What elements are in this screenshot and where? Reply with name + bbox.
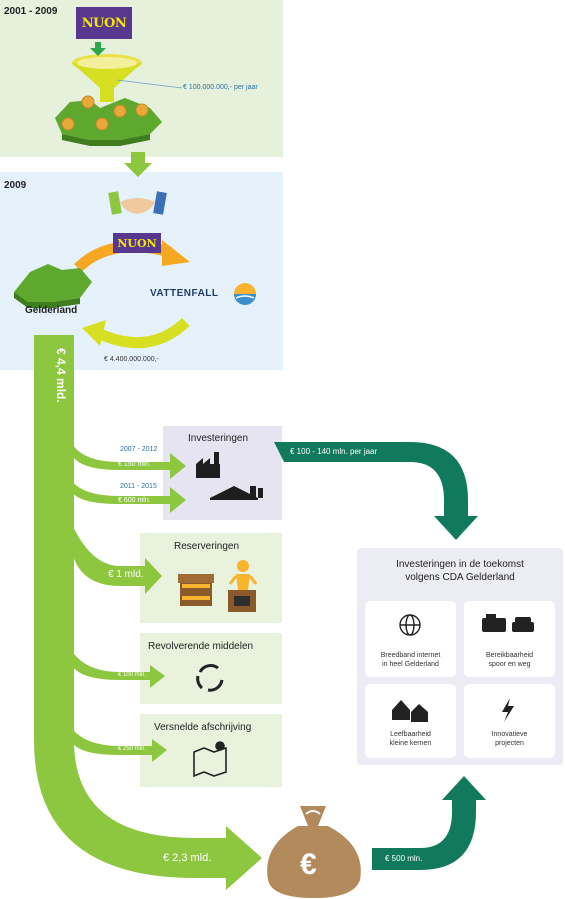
future-title-line2: volgens CDA Gelderland: [405, 572, 515, 583]
gelderland-map-icon: [14, 264, 92, 302]
statue-icon: [228, 560, 258, 612]
branch-arrows: [70, 440, 186, 762]
annual-amount-label: € 100.000.000,- per jaar: [183, 84, 258, 91]
future-card-livability: Leefbaarheid kleine kernen: [365, 684, 456, 758]
gelderland-label: Gelderland: [25, 305, 78, 316]
versnelde-title: Versnelde afschrijving: [154, 722, 252, 733]
treasure-chest-icon: [178, 574, 214, 606]
card-label-line2: kleine kernen: [389, 740, 432, 747]
funnel-icon: [72, 54, 142, 102]
card-label-line1: Innovatieve: [491, 731, 528, 738]
future-card-broadband: Breedband internet in heel Gelderland: [365, 601, 456, 677]
investering-1-amount: € 150 mln.: [118, 461, 151, 468]
coins-icon: [61, 95, 149, 131]
map-pin-icon: [193, 741, 227, 778]
nuon-logo-text: NUON: [117, 236, 157, 250]
handshake-icon: [108, 191, 167, 215]
vattenfall-logo: VATTENFALL: [150, 288, 219, 299]
euro-symbol: €: [300, 848, 317, 881]
total-amount-label: € 4,4 mld.: [54, 348, 68, 403]
revolverende-title: Revolverende middelen: [148, 641, 254, 652]
vattenfall-logo-icon: [234, 283, 256, 305]
teal-arrow-bottom: [372, 776, 486, 870]
factory-icon: [196, 452, 220, 478]
nuon-logo-top: NUON: [76, 7, 132, 39]
investering-2-years: 2011 - 2015: [120, 483, 157, 490]
future-title: Investeringen in de toekomst volgens CDA…: [357, 558, 563, 584]
investering-2-amount: € 600 mln.: [118, 497, 151, 504]
card-label-line1: Breedband internet: [380, 652, 441, 659]
main-green-flow: [34, 335, 262, 890]
annual-flow-label: € 100 - 140 mln. per jaar: [290, 447, 378, 456]
nuon-logo-text: NUON: [81, 15, 127, 31]
panel-revolverende: [140, 633, 282, 704]
warehouse-icon: [210, 486, 263, 500]
moneybag-icon: [267, 806, 361, 898]
down-arrow: [124, 152, 152, 177]
future-card-innovation: Innovatieve projecten: [464, 684, 555, 758]
card-label-line2: in heel Gelderland: [382, 661, 439, 668]
reserveringen-title: Reserveringen: [174, 541, 240, 552]
panel-investeringen: [163, 426, 282, 520]
revolving-arrows-icon: [196, 664, 224, 692]
versnelde-amount: € 250 mln.: [118, 746, 147, 752]
investeringen-title: Investeringen: [188, 433, 249, 444]
card-label-line2: spoor en weg: [488, 661, 531, 668]
yellow-arc-arrow: [97, 317, 190, 349]
card-label-line2: projecten: [495, 740, 524, 747]
nuon-logo-2009: NUON: [113, 233, 161, 253]
year-2009-label: 2009: [4, 180, 27, 191]
teal-arrow-top: [274, 442, 478, 540]
future-title-line1: Investeringen in de toekomst: [396, 559, 524, 570]
years-label: 2001 - 2009: [4, 6, 58, 17]
card-label-line1: Leefbaarheid: [390, 731, 431, 738]
reserveringen-amount: € 1 mld.: [108, 569, 144, 580]
investering-1-years: 2007 - 2012: [120, 446, 158, 453]
sale-amount-label: € 4.400.000.000,-: [104, 356, 159, 363]
revolverende-amount: € 100 mln.: [118, 672, 147, 678]
card-label-line1: Bereikbaarheid: [485, 652, 534, 659]
remaining-amount-label: € 2,3 mld.: [163, 852, 212, 864]
future-card-accessibility: Bereikbaarheid spoor en weg: [464, 601, 555, 677]
province-map-icon: [55, 98, 162, 140]
moneybag-flow-label: € 500 mln.: [385, 854, 423, 863]
